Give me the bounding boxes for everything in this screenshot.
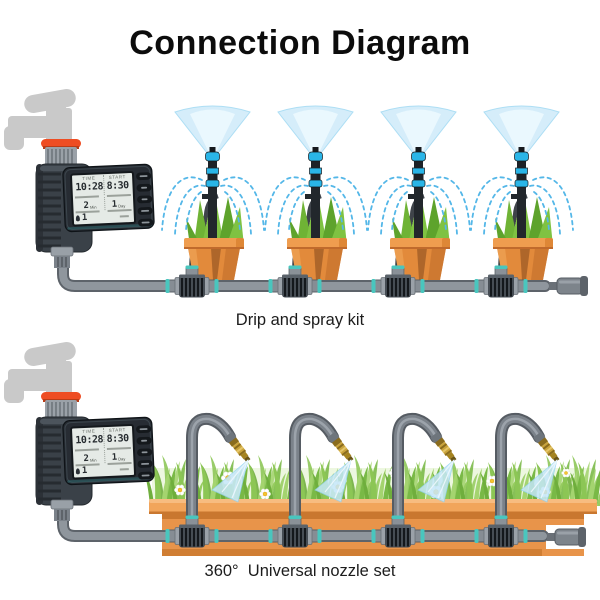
lcd-interval-cell: 1 Day — [104, 448, 132, 464]
lcd-interval-value: 1 — [111, 199, 118, 210]
main-supply-line — [57, 508, 549, 542]
lcd-start-value: 8:30 — [106, 180, 129, 193]
lcd-tick — [119, 468, 129, 471]
timer-lcd-display: TIME 10:28 START 8:30 2 Min 1 Day 1 — [71, 172, 135, 226]
caption-360-nozzle-set: 360° Universal nozzle set — [204, 562, 396, 580]
lcd-start-cell: START 8:30 — [103, 427, 131, 449]
drip-spray-plant-unit — [162, 106, 264, 280]
timer-lcd-display: TIME 10:28 START 8:30 2 Min 1 Day 1 — [71, 425, 135, 479]
drip-spray-plant-unit — [471, 106, 573, 280]
main-supply-line — [57, 258, 551, 292]
lcd-interval-value: 1 — [111, 452, 118, 463]
page-title: Connection Diagram — [129, 24, 471, 62]
lcd-time-cell: TIME 10:28 — [74, 428, 104, 449]
section-drip-spray — [2, 86, 589, 299]
lcd-interval-cell: 1 Day — [104, 195, 132, 211]
lcd-start-cell: START 8:30 — [103, 174, 131, 196]
lcd-time-value: 10:28 — [75, 434, 104, 447]
lcd-duration-value: 2 — [83, 453, 90, 465]
lcd-time-value: 10:28 — [75, 181, 104, 194]
end-plug — [546, 526, 587, 548]
section-360-nozzle — [2, 339, 600, 556]
end-plug — [548, 275, 589, 297]
lcd-duration-cell: 2 Min — [75, 197, 105, 211]
planter-rim — [149, 499, 597, 514]
lcd-start-value: 8:30 — [106, 433, 129, 446]
caption-drip-spray-kit: Drip and spray kit — [235, 311, 365, 329]
lcd-duration-cell: 2 Min — [75, 450, 105, 464]
droplet-icon — [75, 215, 80, 222]
lcd-tick — [119, 215, 129, 218]
lcd-time-cell: TIME 10:28 — [74, 175, 104, 196]
lcd-program-value: 1 — [81, 465, 88, 477]
lcd-program-value: 1 — [81, 212, 88, 224]
drip-spray-plant-unit — [265, 106, 367, 280]
droplet-icon — [75, 468, 80, 475]
drip-spray-plant-unit — [368, 106, 470, 280]
lcd-duration-value: 2 — [83, 200, 90, 212]
